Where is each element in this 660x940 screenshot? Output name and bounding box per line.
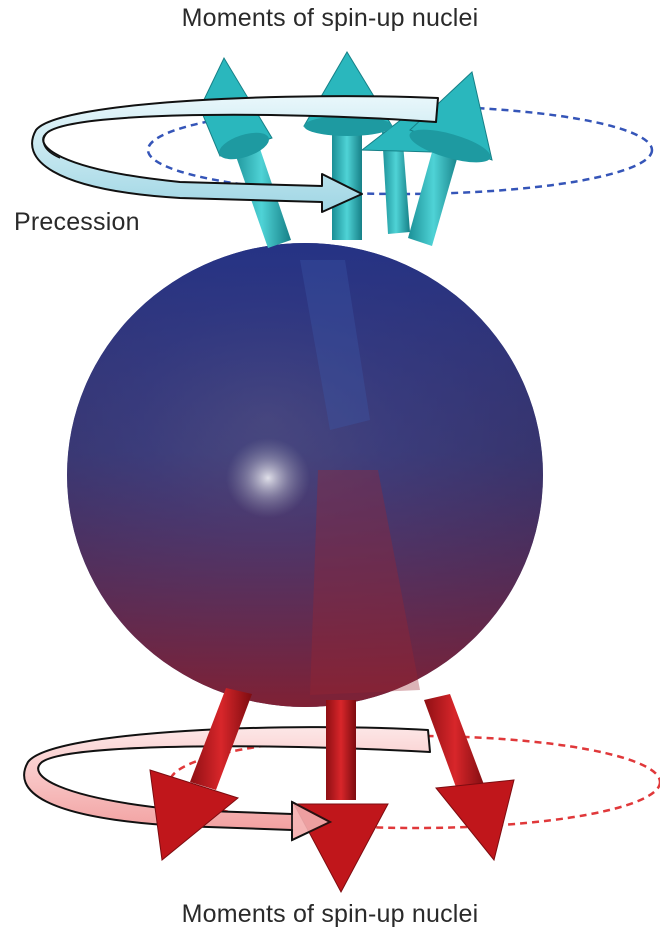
bottom-caption: Moments of spin-up nuclei — [0, 900, 660, 929]
nucleus-sphere — [67, 243, 543, 707]
precession-label: Precession — [14, 208, 140, 237]
sphere-highlight — [226, 438, 310, 518]
spin-down-arrow-left — [150, 688, 252, 860]
top-caption: Moments of spin-up nuclei — [0, 4, 660, 33]
spin-down-arrows — [150, 688, 514, 892]
spin-up-arrow-left — [200, 58, 291, 248]
spin-up-arrows — [200, 52, 494, 248]
spin-down-arrow-right — [424, 694, 514, 860]
